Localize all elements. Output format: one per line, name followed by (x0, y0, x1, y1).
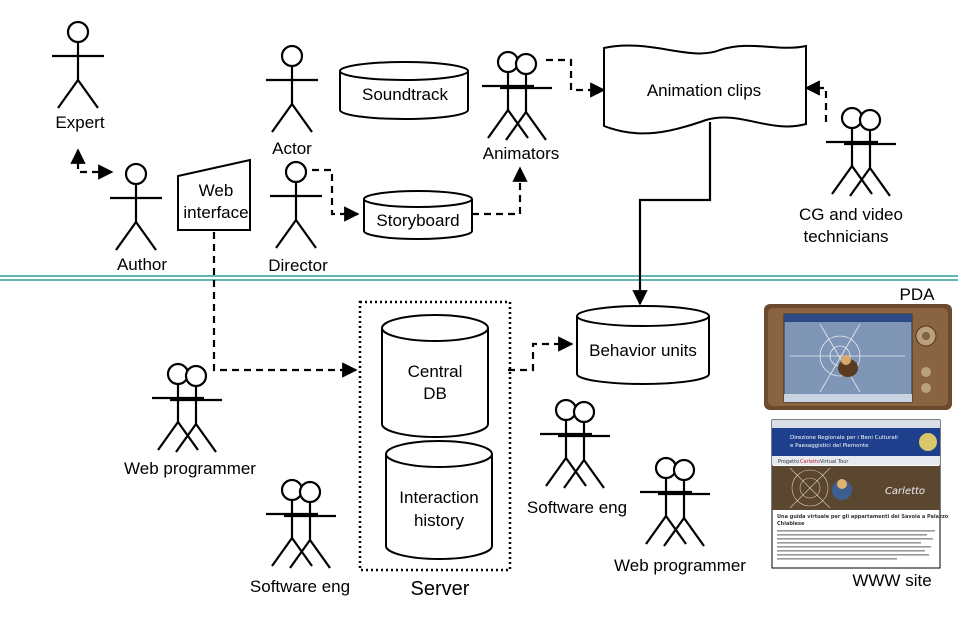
webinterface-db-connector (212, 232, 358, 378)
actor-web-programmer-right: Web programmer (614, 456, 746, 575)
soundtrack-label: Soundtrack (362, 85, 448, 104)
software-eng-right-label: Software eng (527, 498, 627, 517)
director-storyboard-connector (312, 168, 360, 222)
actor-software-eng-left: Software eng (250, 478, 350, 596)
website-banner-text: Carletto (885, 486, 925, 497)
animators-clips-connector (546, 58, 606, 98)
server-frame: Server (358, 300, 512, 600)
technicians-label-line1: CG and video (799, 205, 903, 224)
storyboard-cylinder: Storyboard (363, 190, 473, 240)
actor-web-programmer-left: Web programmer (124, 362, 256, 478)
technicians-label-line2: technicians (803, 227, 888, 246)
person-icon (108, 162, 164, 252)
website-body-text (777, 530, 935, 560)
behavior-units-label: Behavior units (589, 341, 697, 360)
interaction-history-cylinder: Interaction history (385, 440, 493, 560)
central-db-label-line1: Central (408, 362, 463, 381)
author-label: Author (117, 255, 167, 274)
actor-expert: Expert (50, 20, 106, 132)
website-article-line1: Una guida virtuale per gli appartamenti … (777, 514, 949, 520)
storyboard-animators-connector (472, 166, 528, 216)
actor-director: Director (268, 160, 328, 275)
central-db-label-line2: DB (423, 384, 447, 403)
expert-label: Expert (55, 113, 104, 132)
website-heading-line2: e Paesaggistici del Piemonte (790, 443, 869, 449)
server-label: Server (411, 578, 470, 600)
central-db-cylinder: Central DB (381, 314, 489, 438)
behavior-units-cylinder: Behavior units (576, 305, 710, 385)
web-interface-label-line1: Web (199, 181, 234, 200)
website-article-line2: Chiablese (777, 521, 805, 527)
web-interface-shape: Web interface (177, 158, 251, 231)
clips-behavior-connector (632, 122, 712, 306)
storyboard-label: Storyboard (376, 211, 459, 230)
actor-animators: Animators (480, 50, 560, 163)
pda-label: PDA (900, 285, 936, 304)
animators-label: Animators (483, 144, 560, 163)
animation-clips-label: Animation clips (647, 81, 761, 100)
web-programmer-right-label: Web programmer (614, 556, 746, 575)
connectors (70, 58, 828, 378)
expert-author-connector (70, 148, 114, 180)
interaction-history-label-line1: Interaction (399, 488, 478, 507)
web-programmer-left-label: Web programmer (124, 459, 256, 478)
actor-author: Author (108, 162, 167, 274)
actor-actor: Actor (264, 44, 320, 158)
pda-device: PDA (764, 285, 952, 410)
animation-clips-document: Animation clips (603, 44, 807, 135)
actor-label: Actor (272, 139, 312, 158)
software-eng-left-label: Software eng (250, 577, 350, 596)
person-icon (264, 44, 320, 134)
website-nav-2: Carletto (800, 459, 820, 465)
website-heading-line1: Direzione Regionale per i Beni Culturali (790, 435, 898, 441)
website-nav-3: Virtual Tour (820, 459, 849, 465)
person-icon (268, 160, 324, 250)
www-site-screenshot: Direzione Regionale per i Beni Culturali… (771, 419, 949, 590)
www-site-label: WWW site (852, 571, 931, 590)
actor-software-eng-right: Software eng (527, 398, 627, 517)
db-behavior-connector (508, 336, 574, 372)
website-nav-1: Progetto (778, 459, 799, 465)
interaction-history-label-line2: history (414, 511, 465, 530)
soundtrack-cylinder: Soundtrack (339, 61, 469, 120)
technicians-clips-connector (804, 80, 828, 122)
actor-cg-technicians: CG and video technicians (799, 106, 903, 246)
person-icon (50, 20, 106, 110)
director-label: Director (268, 256, 328, 275)
web-interface-label-line2: interface (183, 203, 248, 222)
section-separator (0, 275, 958, 281)
